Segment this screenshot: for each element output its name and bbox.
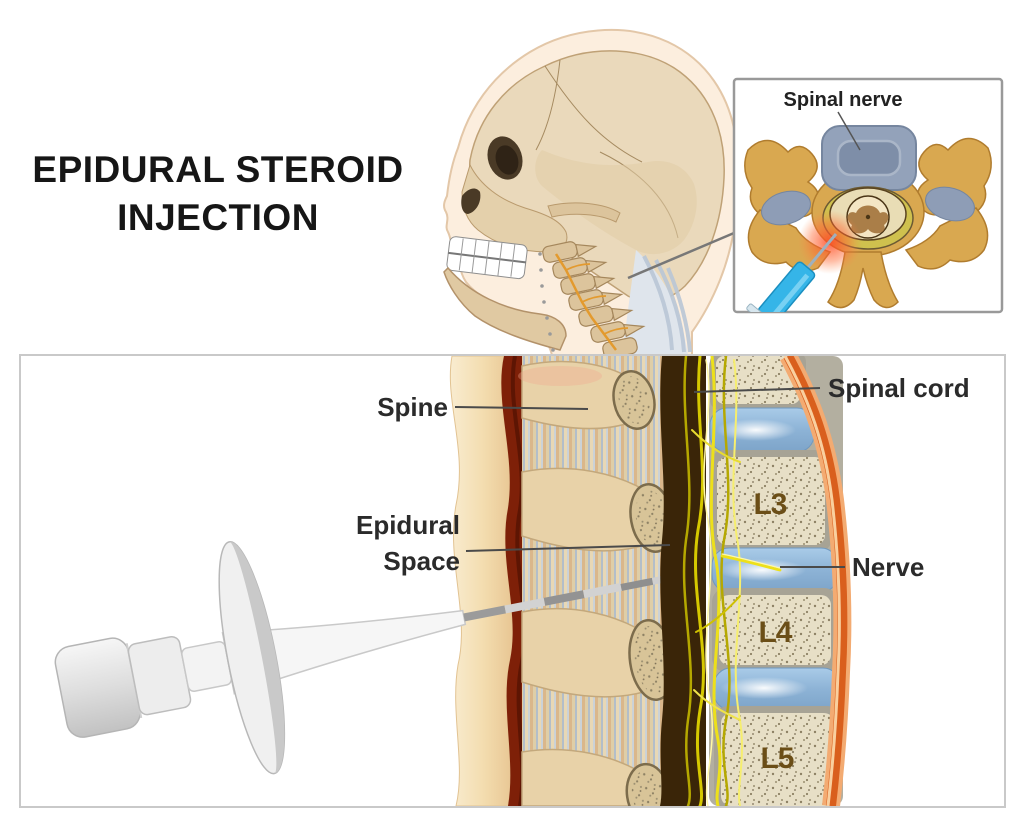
skull-profile-illustration bbox=[443, 29, 740, 359]
lumbar-injection-panel: L3 L4 L5 bbox=[21, 356, 1004, 806]
spinal-cord-label: Spinal cord bbox=[828, 373, 970, 403]
spinal-nerve-label: Spinal nerve bbox=[784, 89, 903, 111]
spinal-nerve-inset: Spinal nerve bbox=[732, 77, 1004, 314]
syringe-icon bbox=[746, 233, 838, 312]
spine-label: Spine bbox=[377, 392, 448, 422]
vertebral-column: L3 L4 L5 bbox=[709, 356, 843, 806]
nerve-label: Nerve bbox=[852, 552, 924, 582]
exiting-nerve-root bbox=[720, 554, 782, 572]
vertebra-label-l4: L4 bbox=[758, 616, 792, 649]
anterior-body-outline bbox=[780, 356, 852, 806]
spinal-nerve-pointer-line bbox=[837, 111, 861, 151]
spinal-cord-nerves bbox=[682, 356, 782, 806]
epidural-needle bbox=[54, 541, 696, 775]
spinal-cord-pointer-line bbox=[693, 387, 821, 393]
page-title-line2: INJECTION bbox=[117, 197, 319, 238]
panel-border bbox=[19, 354, 1006, 808]
vertebra-label-l3: L3 bbox=[753, 488, 786, 521]
epidural-space-label-line2: Space bbox=[383, 546, 460, 576]
epidural-space-label-line1: Epidural bbox=[356, 510, 460, 540]
vertebra-axial-illustration bbox=[744, 125, 992, 312]
c-level-marks bbox=[538, 252, 555, 352]
vertebra-label-l5: L5 bbox=[760, 742, 793, 775]
annotation-labels: Spine Epidural Space Spinal cord Nerve bbox=[356, 373, 970, 582]
spine-pointer-line bbox=[454, 406, 589, 410]
page-title: EPIDURAL STEROID INJECTION bbox=[18, 146, 418, 242]
needle-wings bbox=[218, 541, 286, 775]
skin-band bbox=[449, 356, 514, 806]
teeth bbox=[446, 236, 528, 280]
inset-connector-line bbox=[627, 231, 735, 280]
epidural-space-pointer-line bbox=[465, 544, 671, 552]
page-title-line1: EPIDURAL STEROID bbox=[32, 149, 404, 190]
cervical-spine bbox=[538, 241, 646, 359]
